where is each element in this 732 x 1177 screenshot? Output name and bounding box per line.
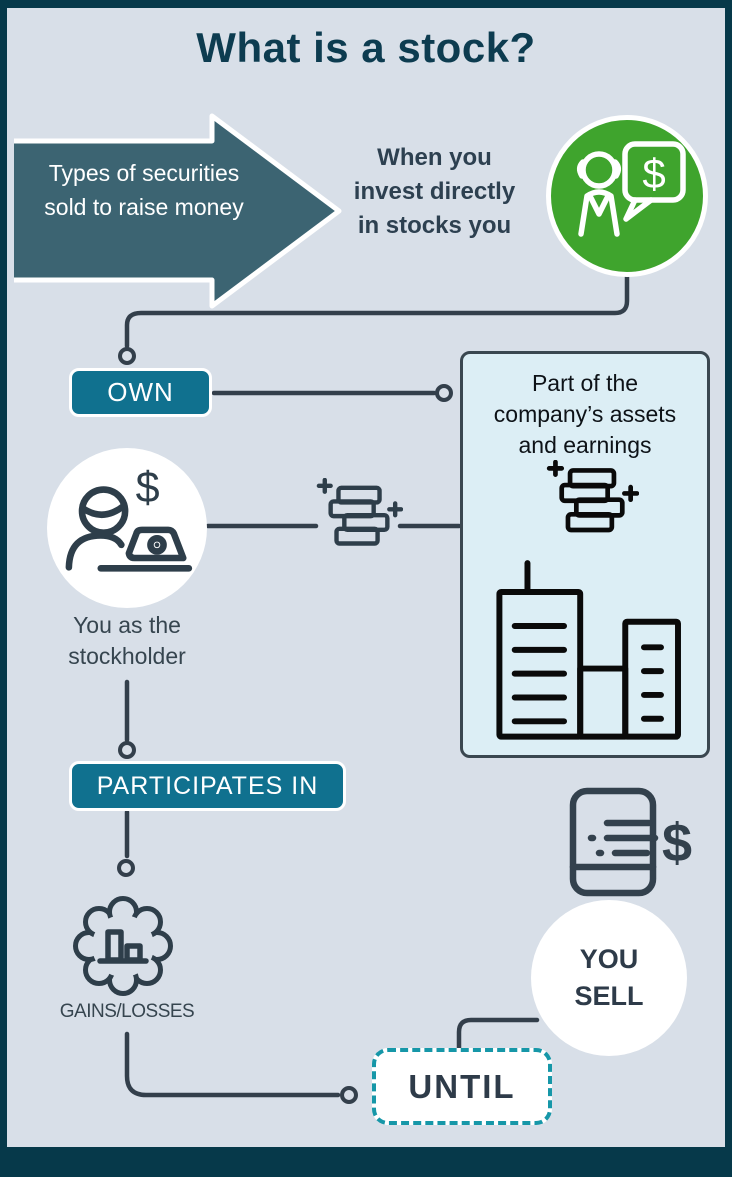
connector-dot (118, 741, 136, 759)
connector-dot (435, 384, 453, 402)
people-dollar-chat-icon: $ (576, 140, 686, 237)
connector-dot (340, 1086, 358, 1104)
connector-dot (118, 347, 136, 365)
arrow-banner (14, 113, 342, 309)
stockholder-badge: $ (47, 448, 207, 608)
connector-lines (117, 271, 630, 1104)
receipt-dollar-icon: $ (569, 787, 692, 897)
lead-badge: $ (546, 115, 708, 277)
until-node: UNTIL (372, 1048, 552, 1125)
assets-panel: Part of the company’s assets and earning… (460, 351, 710, 758)
cash-stack-icon (546, 460, 639, 533)
page-title: What is a stock? (196, 24, 536, 71)
assets-panel-text: Part of the company’s assets and earning… (493, 370, 677, 458)
stockholder-caption: You as the stockholder (68, 612, 186, 669)
participates-node: PARTICIPATES IN (69, 761, 346, 811)
dollar-glyph: $ (662, 813, 692, 873)
cash-stack-icon (316, 478, 403, 546)
own-node: OWN (69, 368, 212, 417)
arrow-shape (14, 113, 342, 309)
dollar-glyph: $ (136, 464, 160, 512)
company-buildings-icon (496, 560, 681, 740)
gains-losses-label: GAINS/LOSSES (59, 1001, 195, 1022)
gear-bar-chart-icon (73, 896, 173, 996)
connector-dot (117, 859, 135, 877)
arrow-banner-label: Types of securities sold to raise money (44, 160, 244, 220)
person-laptop-dollar-icon: $ (65, 464, 193, 572)
you-sell-node: YOU SELL (531, 900, 687, 1056)
dollar-glyph: $ (642, 150, 665, 197)
lead-text: When you invest directly in stocks you (353, 144, 516, 239)
